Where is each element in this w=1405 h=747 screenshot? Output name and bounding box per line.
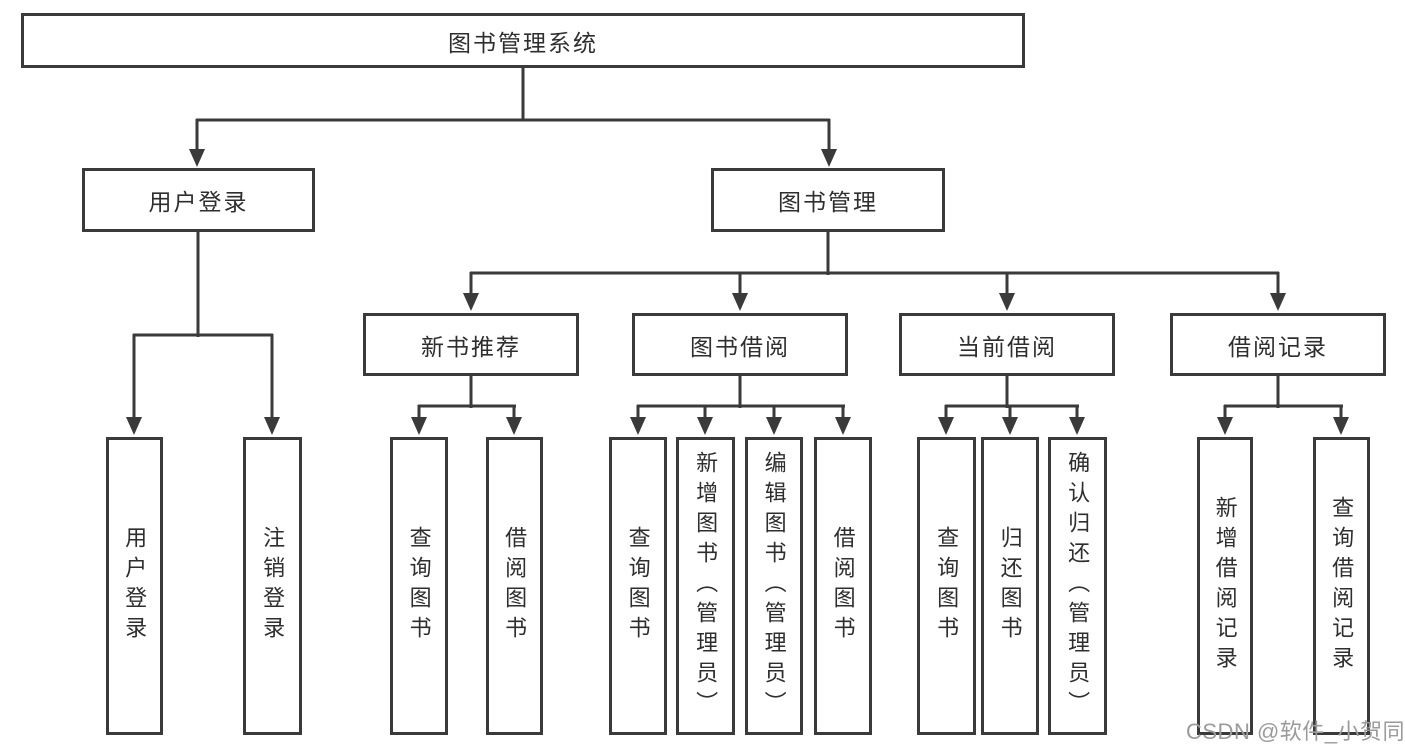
leaf-query-books-borrow: 查询图书 — [609, 437, 667, 735]
leaf-return-books-label: 归还图书 — [997, 526, 1023, 646]
node-new-book-recommend: 新书推荐 — [363, 313, 579, 376]
tree-edges — [132, 68, 1343, 419]
node-borrow-records-label: 借阅记录 — [1228, 333, 1328, 360]
node-book-management-label: 图书管理 — [778, 189, 878, 215]
leaf-logout-label: 注销登录 — [260, 526, 286, 646]
leaf-query-borrow-record-label: 查询借阅记录 — [1329, 496, 1355, 676]
leaf-confirm-return-admin-label: 确认归还（管理员） — [1065, 451, 1091, 721]
leaf-borrow-books-recommend: 借阅图书 — [486, 437, 543, 735]
leaf-borrow-books-recommend-label: 借阅图书 — [502, 526, 528, 646]
leaf-query-books-borrow-label: 查询图书 — [625, 526, 651, 646]
leaf-user-login: 用户登录 — [106, 437, 163, 735]
leaf-borrow-books-label: 借阅图书 — [830, 526, 856, 646]
leaf-user-login-label: 用户登录 — [122, 526, 148, 646]
node-current-borrow: 当前借阅 — [899, 313, 1115, 376]
node-user-login: 用户登录 — [82, 168, 315, 232]
leaf-confirm-return-admin: 确认归还（管理员） — [1048, 437, 1107, 735]
arrowhead-icons — [126, 149, 1349, 435]
leaf-query-books-recommend: 查询图书 — [390, 437, 448, 735]
node-root-label: 图书管理系统 — [448, 29, 598, 56]
node-book-borrow: 图书借阅 — [632, 313, 848, 376]
csdn-watermark: CSDN @软件_小贺同学 — [1186, 719, 1405, 744]
leaf-add-book-admin: 新增图书（管理员） — [676, 437, 735, 735]
leaf-query-books-current-label: 查询图书 — [934, 526, 960, 646]
node-user-login-label: 用户登录 — [148, 189, 249, 215]
leaf-add-borrow-record: 新增借阅记录 — [1197, 437, 1253, 735]
leaf-query-books-current: 查询图书 — [917, 437, 976, 735]
leaf-edit-book-admin: 编辑图书（管理员） — [745, 437, 803, 735]
node-book-borrow-label: 图书借阅 — [690, 333, 790, 360]
leaf-edit-book-admin-label: 编辑图书（管理员） — [761, 451, 787, 721]
node-new-book-recommend-label: 新书推荐 — [421, 333, 521, 360]
node-root-system: 图书管理系统 — [21, 13, 1025, 68]
leaf-logout: 注销登录 — [243, 437, 302, 735]
leaf-query-books-recommend-label: 查询图书 — [406, 526, 432, 646]
node-borrow-records: 借阅记录 — [1170, 313, 1386, 376]
node-book-management: 图书管理 — [711, 168, 945, 232]
leaf-return-books: 归还图书 — [981, 437, 1039, 735]
leaf-query-borrow-record: 查询借阅记录 — [1313, 437, 1370, 735]
leaf-add-borrow-record-label: 新增借阅记录 — [1212, 496, 1238, 676]
leaf-add-book-admin-label: 新增图书（管理员） — [693, 451, 719, 721]
leaf-borrow-books: 借阅图书 — [814, 437, 872, 735]
node-current-borrow-label: 当前借阅 — [957, 333, 1057, 360]
